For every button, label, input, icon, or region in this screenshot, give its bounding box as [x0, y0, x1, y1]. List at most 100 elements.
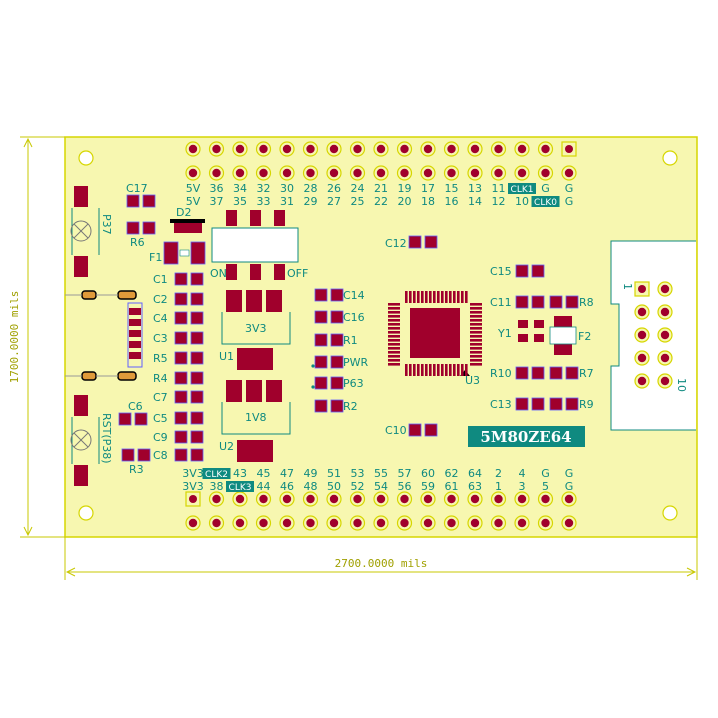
header-pin-hole [373, 491, 389, 507]
header-pin-label: CLK2 [205, 470, 228, 480]
width-dimension-label: 2700.0000 mils [335, 557, 428, 570]
board-outline [64, 136, 698, 538]
cpld-lead [445, 291, 448, 303]
label-c11: C11 [490, 296, 512, 309]
pad [174, 331, 188, 345]
header-pin-label: G [565, 182, 574, 195]
header-pin-label: 3V3 [182, 480, 204, 493]
header-pin-label: 24 [351, 182, 365, 195]
header-pin-label: 27 [327, 195, 341, 208]
button-p37 [70, 186, 100, 277]
cpld-lead [388, 319, 400, 322]
cpld-lead [388, 331, 400, 334]
usb-pin-pad [129, 341, 141, 348]
header-pin-hole [443, 141, 460, 157]
header-pin-label: 61 [445, 480, 459, 493]
diode-d2 [170, 219, 205, 233]
cpld-lead [388, 343, 400, 346]
cpld-lead [470, 311, 482, 314]
header-pin-label: 33 [257, 195, 271, 208]
header-pin-label: 15 [445, 182, 459, 195]
header-pin-hole [537, 491, 554, 507]
pad [330, 376, 344, 390]
cpld-lead [470, 339, 482, 342]
header-pin-hole [443, 165, 460, 181]
cpld-lead [449, 364, 452, 376]
header-pin-label: 31 [280, 195, 294, 208]
cpld-lead [465, 291, 468, 303]
header-pin-hole [302, 491, 319, 507]
label-rst: RST(P38) [100, 413, 113, 464]
header-pin-hole [514, 165, 530, 181]
clock-pin-box [202, 468, 231, 479]
pad [174, 272, 188, 286]
jtag-connector [610, 240, 696, 431]
label-r4: R4 [153, 372, 168, 385]
cpld-lead [388, 335, 400, 338]
label-y1: Y1 [497, 327, 512, 340]
header-pin-label: 5V [186, 182, 201, 195]
pad [190, 371, 204, 385]
pad [190, 448, 204, 462]
jtag-pin [657, 350, 673, 366]
mount-hole [78, 505, 94, 521]
jtag-pin [657, 327, 673, 343]
header-pin-hole [420, 141, 436, 157]
pad [174, 292, 188, 306]
header-pin-hole [232, 141, 248, 157]
header-pin-hole [349, 515, 366, 531]
cpld-lead [388, 347, 400, 350]
cpld-lead [429, 291, 432, 303]
label-c10: C10 [385, 424, 407, 437]
label-p63: P63 [343, 377, 364, 390]
header-pin-hole [279, 491, 295, 507]
header-pin-label: 45 [257, 467, 271, 480]
cpld-lead [405, 291, 408, 303]
cpld-lead [429, 364, 432, 376]
header-pin-hole [208, 141, 225, 157]
pad [174, 448, 188, 462]
pad [314, 355, 328, 369]
mount-hole [662, 505, 678, 521]
header-pin-hole [255, 141, 272, 157]
header-pin-label: 29 [304, 195, 318, 208]
pad [174, 411, 188, 425]
label-r3: R3 [129, 463, 144, 476]
header-pin-label: 62 [445, 467, 459, 480]
cpld-lead [470, 335, 482, 338]
header-pin-label: 47 [280, 467, 294, 480]
header-pin-label: 30 [280, 182, 294, 195]
label-r10: R10 [490, 367, 512, 380]
cpld-lead [470, 347, 482, 350]
pad [190, 311, 204, 325]
pad [190, 331, 204, 345]
cpld-lead [465, 364, 468, 376]
led-polarity-dot [311, 364, 315, 368]
header-pin-label: 52 [351, 480, 365, 493]
header-pin-hole [514, 515, 530, 531]
label-c17: C17 [126, 182, 148, 195]
header-pin-hole [326, 491, 342, 507]
header-pin-label: 46 [280, 480, 294, 493]
chip-part-number: 5M80ZE64 [480, 428, 571, 446]
header-pin-label: 16 [445, 195, 459, 208]
header-pin-hole [396, 165, 413, 181]
header-pin-label: 4 [519, 467, 526, 480]
cpld-lead [461, 364, 464, 376]
header-pin-hole [537, 515, 554, 531]
label-p37: P37 [100, 214, 113, 235]
header-pin-hole [561, 515, 577, 531]
label-jtag-pin1: 1 [621, 283, 634, 290]
header-pin-hole [232, 491, 248, 507]
label-r2: R2 [343, 400, 358, 413]
cpld-lead [449, 291, 452, 303]
cpld-lead [388, 303, 400, 306]
cpld-lead [470, 359, 482, 362]
label-c9: C9 [153, 431, 168, 444]
header-pin-label: 55 [374, 467, 388, 480]
header-pin-hole [255, 491, 272, 507]
header-pin-hole [490, 515, 507, 531]
header-pin-hole [373, 141, 389, 157]
cpld-lead [417, 364, 420, 376]
